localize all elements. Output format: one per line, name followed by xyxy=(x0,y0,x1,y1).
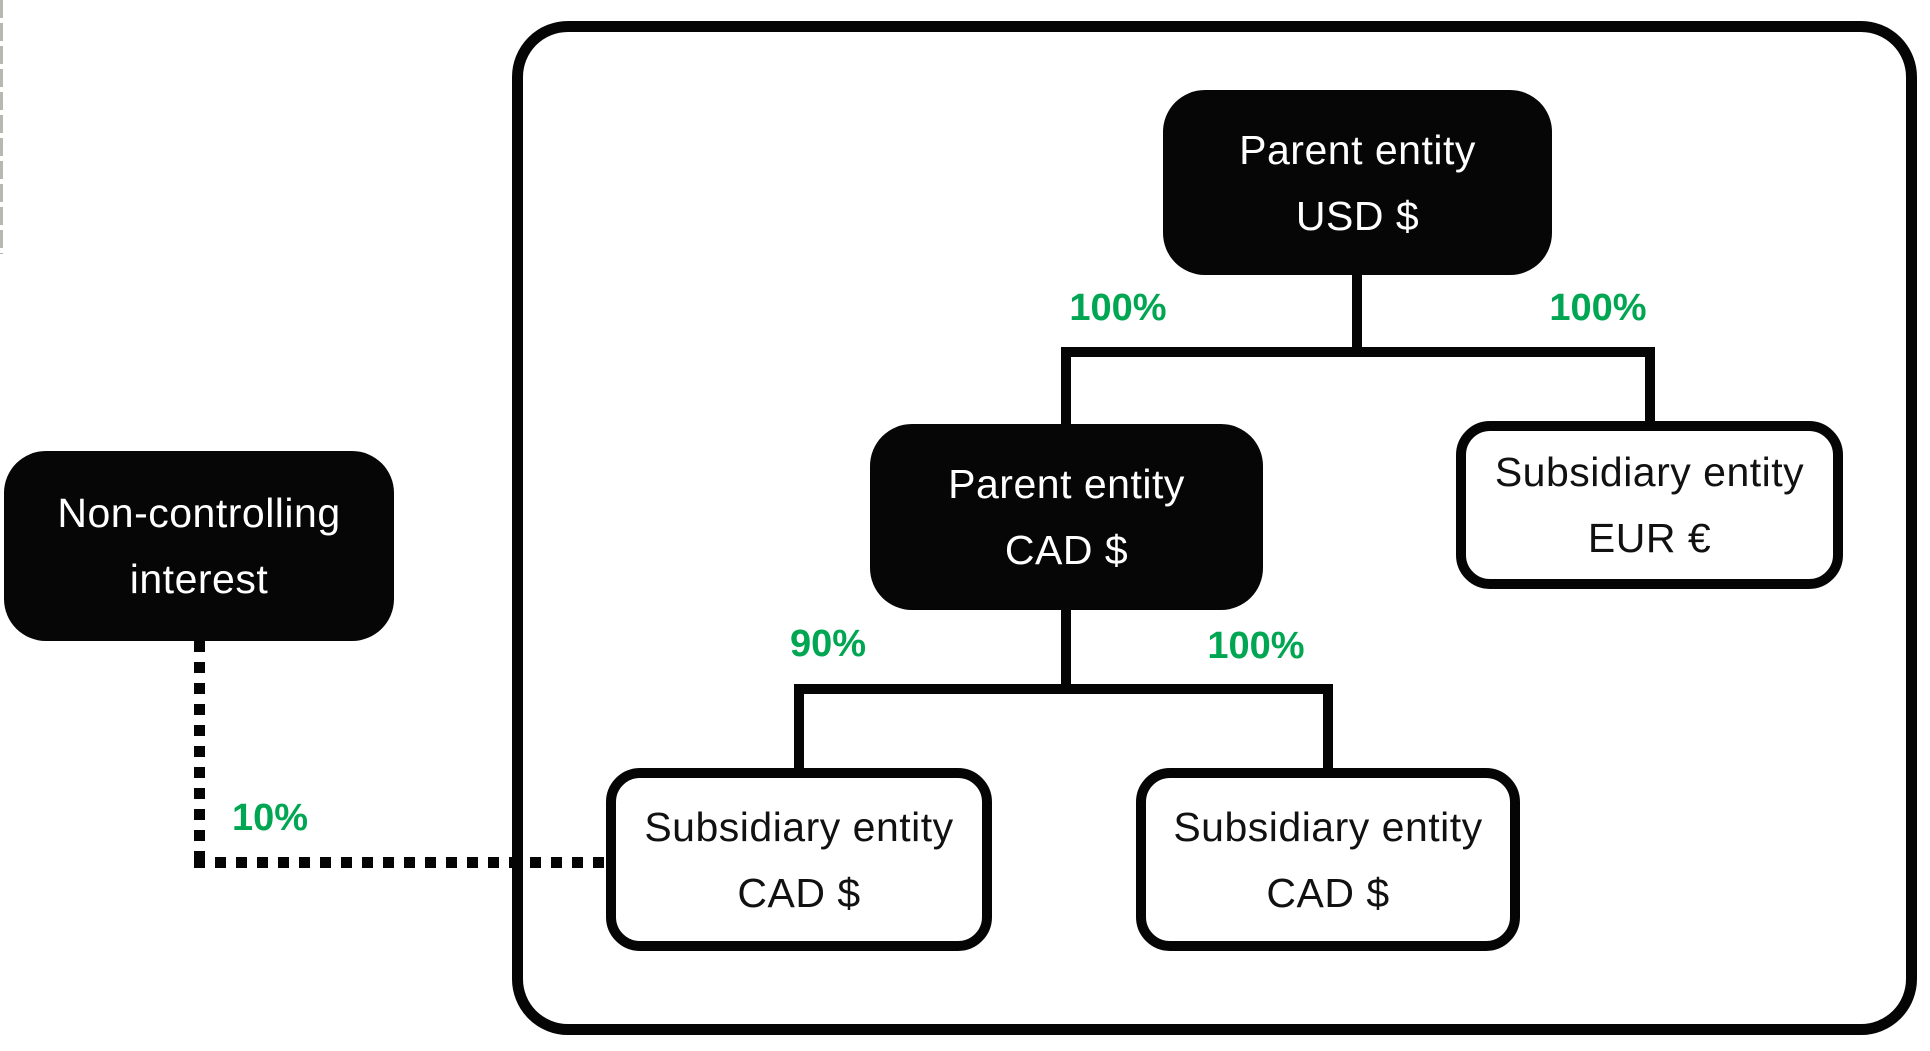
node-subsidiary-entity-eur-currency: EUR € xyxy=(1587,515,1712,561)
connector-usd-to-eur xyxy=(1645,347,1655,424)
ownership-label-cad-to-sub-left: 90% xyxy=(789,623,867,665)
node-subsidiary-entity-cad-left: Subsidiary entity CAD $ xyxy=(606,768,992,951)
node-parent-entity-usd-currency: USD $ xyxy=(1295,192,1420,239)
node-non-controlling-interest: Non-controlling interest xyxy=(4,451,394,641)
consolidation-group-boundary xyxy=(512,21,1917,1035)
left-edge-dashed-artifact xyxy=(0,0,3,254)
connector-usd-stem xyxy=(1352,273,1362,353)
node-parent-entity-usd-label: Parent entity xyxy=(1239,126,1476,173)
node-parent-entity-cad-currency: CAD $ xyxy=(1004,527,1129,573)
node-subsidiary-entity-eur-label: Subsidiary entity xyxy=(1494,449,1805,495)
node-non-controlling-interest-line2: interest xyxy=(129,556,269,602)
ownership-label-usd-to-cad: 100% xyxy=(1069,287,1167,329)
node-parent-entity-usd: Parent entity USD $ xyxy=(1163,90,1552,275)
connector-cad-stem xyxy=(1061,608,1071,694)
node-subsidiary-entity-cad-right-currency: CAD $ xyxy=(1266,869,1390,916)
node-subsidiary-entity-eur: Subsidiary entity EUR € xyxy=(1456,421,1843,589)
ownership-label-nci-to-sub-left: 10% xyxy=(231,797,309,839)
connector-cad-to-sub-right xyxy=(1323,684,1333,771)
connector-usd-to-cad xyxy=(1061,347,1071,427)
node-subsidiary-entity-cad-left-label: Subsidiary entity xyxy=(644,803,954,850)
dotted-connector-nci-vertical xyxy=(194,641,205,868)
connector-usd-horizontal xyxy=(1061,347,1655,357)
ownership-label-usd-to-eur: 100% xyxy=(1549,287,1647,329)
connector-cad-horizontal xyxy=(794,684,1333,694)
dotted-connector-nci-horizontal xyxy=(194,857,606,868)
node-non-controlling-interest-line1: Non-controlling xyxy=(57,490,341,536)
node-subsidiary-entity-cad-right: Subsidiary entity CAD $ xyxy=(1136,768,1520,951)
node-parent-entity-cad-label: Parent entity xyxy=(948,461,1185,507)
node-subsidiary-entity-cad-left-currency: CAD $ xyxy=(737,869,861,916)
ownership-label-cad-to-sub-right: 100% xyxy=(1207,625,1305,667)
node-parent-entity-cad: Parent entity CAD $ xyxy=(870,424,1263,610)
node-subsidiary-entity-cad-right-label: Subsidiary entity xyxy=(1173,803,1483,850)
connector-cad-to-sub-left xyxy=(794,684,804,771)
